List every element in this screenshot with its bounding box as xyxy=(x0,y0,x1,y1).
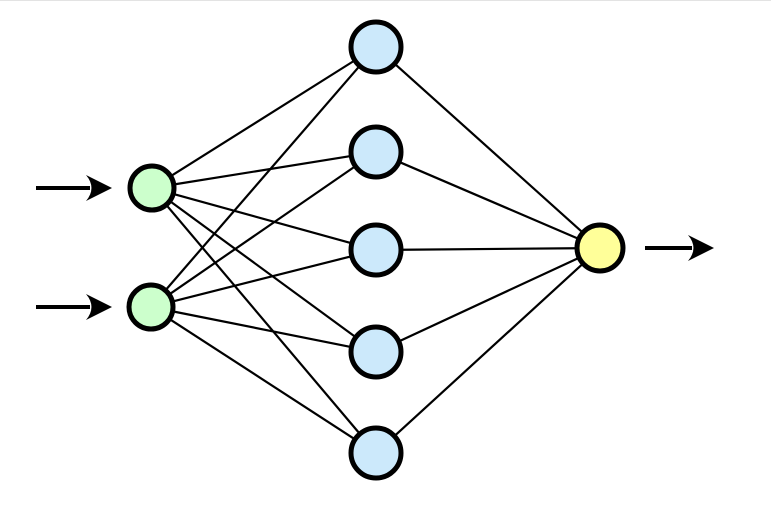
edge-h2-o1 xyxy=(399,161,578,240)
input-arrow-1 xyxy=(36,175,112,201)
edge-h4-o1 xyxy=(399,257,579,342)
edges-group xyxy=(165,60,583,440)
input-arrow-2 xyxy=(36,294,112,320)
edge-i1-h1 xyxy=(171,60,355,177)
output-arrow xyxy=(645,235,714,261)
hidden-node-h3[interactable] xyxy=(348,222,404,278)
output-node-o1[interactable] xyxy=(574,222,626,274)
hidden-node-h2[interactable] xyxy=(348,124,404,180)
input-arrow-1-head xyxy=(86,175,112,201)
hidden-node-h5[interactable] xyxy=(348,425,404,481)
io-arrows-group xyxy=(36,175,714,320)
edge-i1-h4 xyxy=(170,200,356,338)
output-arrow-head xyxy=(688,235,714,261)
hidden-node-h4[interactable] xyxy=(348,324,404,380)
edge-i1-h2 xyxy=(175,155,351,186)
input-node-i2[interactable] xyxy=(126,282,176,332)
edge-i2-h1 xyxy=(165,66,360,290)
input-arrow-2-head xyxy=(86,294,112,320)
edge-h1-o1 xyxy=(394,63,583,233)
edge-i2-h5 xyxy=(170,318,355,440)
nodes-group xyxy=(126,19,626,481)
edge-i2-h4 xyxy=(173,310,351,348)
top-divider xyxy=(0,0,771,1)
edge-i2-h3 xyxy=(173,255,351,303)
edge-h3-o1 xyxy=(402,247,576,251)
edge-i1-h5 xyxy=(166,205,360,434)
hidden-node-h1[interactable] xyxy=(348,19,404,75)
edge-h5-o1 xyxy=(394,263,583,436)
input-node-i1[interactable] xyxy=(127,163,177,213)
edge-i1-h3 xyxy=(174,193,351,244)
edge-i2-h2 xyxy=(169,166,355,295)
